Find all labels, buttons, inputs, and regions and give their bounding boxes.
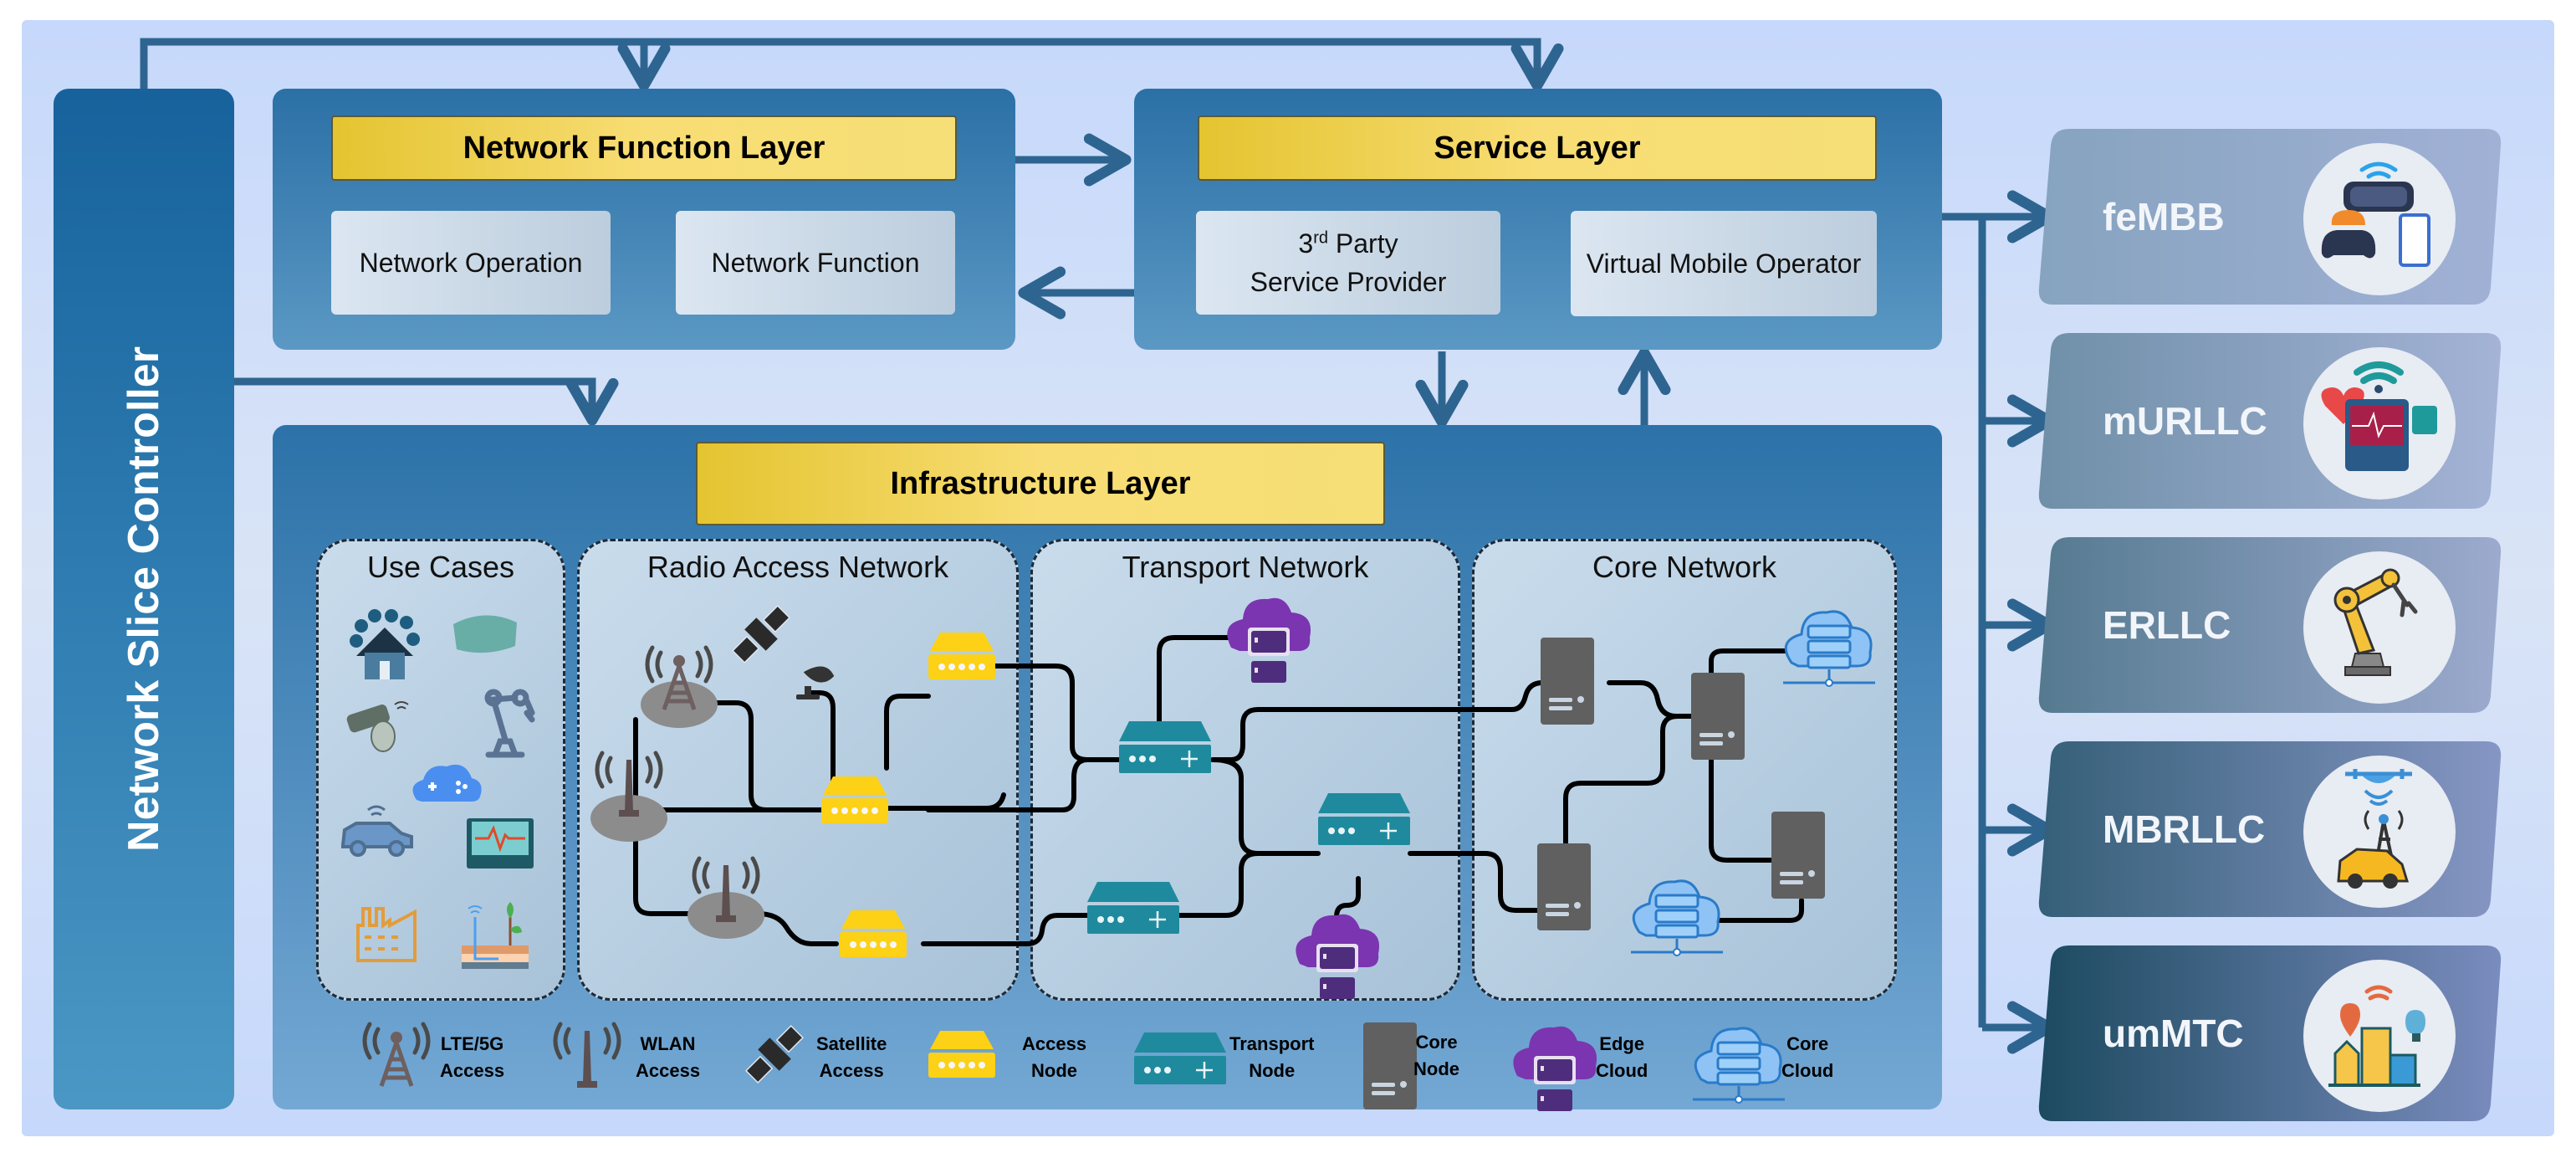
- core-cloud-1: [1781, 610, 1877, 688]
- ran-satellite-dish: [796, 666, 835, 699]
- nf-layer-title: Network Function Layer: [331, 115, 957, 181]
- service-layer-title: Service Layer: [1198, 115, 1877, 181]
- slice-name: mURLLC: [2103, 399, 2267, 443]
- third-party-line1: 3rd Party: [1298, 228, 1398, 259]
- zone-title-core: Core Network: [1592, 550, 1777, 584]
- medical-monitor-icon: [2303, 347, 2456, 500]
- third-party-line2: Service Provider: [1250, 267, 1447, 297]
- third-party-provider-box[interactable]: 3rd Party Service Provider: [1196, 211, 1500, 315]
- network-function-box[interactable]: Network Function: [676, 211, 955, 315]
- network-slice-controller[interactable]: Network Slice Controller: [54, 89, 234, 1109]
- drone-car-tower-icon: [2303, 756, 2456, 908]
- ran-satellite: [727, 600, 795, 669]
- zone-title-transport: Transport Network: [1122, 550, 1369, 584]
- infra-layer-title: Infrastructure Layer: [696, 442, 1385, 525]
- edge-cloud-2: [1296, 914, 1380, 999]
- smart-city-icon: [2303, 960, 2456, 1112]
- smart-agriculture-icon: [462, 902, 529, 969]
- connected-car-icon: [341, 805, 413, 857]
- slice-femmb[interactable]: feMBB: [2037, 129, 2502, 305]
- transport-node-1: [1117, 720, 1213, 775]
- slice-mbrllc[interactable]: MBRLLC: [2037, 741, 2502, 917]
- industrial-robot-icon: [2303, 551, 2456, 704]
- factory-icon: [356, 907, 417, 962]
- transport-node-3: [1086, 880, 1181, 935]
- core-node-2: [1691, 673, 1745, 760]
- ran-wlan-antenna: [590, 753, 667, 842]
- slice-erllc[interactable]: ERLLC: [2037, 537, 2502, 713]
- core-node-3: [1537, 843, 1591, 930]
- slice-murllc[interactable]: mURLLC: [2037, 333, 2502, 509]
- network-function-layer[interactable]: Network Function Layer Network Operation…: [273, 89, 1015, 350]
- vr-headset-icon: [453, 615, 517, 653]
- zone-title-use-cases: Use Cases: [366, 550, 515, 584]
- smart-home-icon: [350, 609, 420, 679]
- core-node-1: [1541, 638, 1594, 725]
- ran-access-node-1: [928, 633, 995, 679]
- slice-name: umMTC: [2103, 1012, 2244, 1055]
- vr-gaming-phone-icon: [2303, 143, 2456, 295]
- zone-title-ran: Radio Access Network: [647, 550, 949, 584]
- core-cloud-2: [1629, 879, 1725, 957]
- infrastructure-layer[interactable]: Infrastructure Layer Use Cases Radio Acc…: [273, 425, 1942, 1109]
- slice-name: feMBB: [2103, 195, 2225, 238]
- edge-cloud-1: [1227, 597, 1311, 683]
- ran-access-node-3: [840, 910, 907, 957]
- transport-node-2: [1316, 792, 1412, 847]
- service-layer[interactable]: Service Layer 3rd Party Service Provider…: [1134, 89, 1942, 350]
- security-camera-icon: [346, 701, 409, 752]
- network-operation-box[interactable]: Network Operation: [331, 211, 611, 315]
- cloud-gaming-icon: [412, 764, 482, 802]
- slice-name: MBRLLC: [2103, 807, 2266, 851]
- ran-access-node-2: [821, 776, 888, 823]
- health-monitor-icon: [467, 818, 534, 868]
- slice-name: ERLLC: [2103, 603, 2231, 647]
- ran-wlan-antenna-2: [687, 858, 764, 939]
- slice-ummtc[interactable]: umMTC: [2037, 945, 2502, 1121]
- robot-arm-icon: [484, 689, 535, 758]
- ran-lte-tower: [641, 648, 718, 728]
- core-node-4: [1771, 812, 1825, 899]
- virtual-mobile-operator-box[interactable]: Virtual Mobile Operator: [1571, 211, 1877, 316]
